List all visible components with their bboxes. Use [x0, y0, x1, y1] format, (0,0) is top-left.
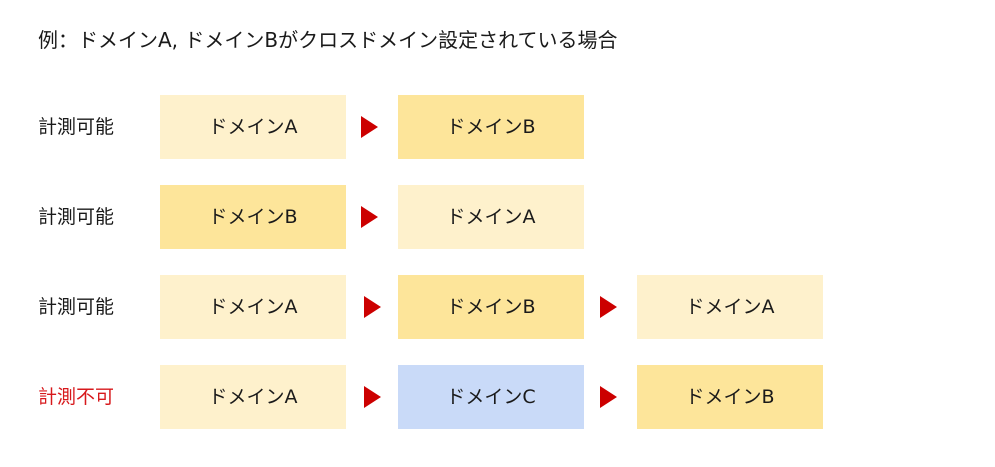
row-3-step-1: ドメインA: [160, 275, 346, 339]
arrow-right-icon: [364, 386, 381, 408]
row-2-step-1: ドメインB: [160, 185, 346, 249]
arrow-right-icon: [364, 296, 381, 318]
arrow-right-icon: [600, 386, 617, 408]
row-4-step-3: ドメインB: [637, 365, 823, 429]
row-3-step-3: ドメインA: [637, 275, 823, 339]
row-4-label: 計測不可: [38, 386, 115, 408]
arrow-right-icon: [600, 296, 617, 318]
row-2-label: 計測可能: [38, 206, 115, 228]
row-4-step-1: ドメインA: [160, 365, 346, 429]
row-4-step-2: ドメインC: [398, 365, 584, 429]
row-1-step-1: ドメインA: [160, 95, 346, 159]
row-3-label: 計測可能: [38, 296, 115, 318]
arrow-right-icon: [361, 206, 378, 228]
row-3-step-2: ドメインB: [398, 275, 584, 339]
row-2-step-2: ドメインA: [398, 185, 584, 249]
row-1-step-2: ドメインB: [398, 95, 584, 159]
row-1-label: 計測可能: [38, 116, 115, 138]
arrow-right-icon: [361, 116, 378, 138]
diagram-title: 例：ドメインA, ドメインBがクロスドメイン設定されている場合: [38, 28, 618, 52]
